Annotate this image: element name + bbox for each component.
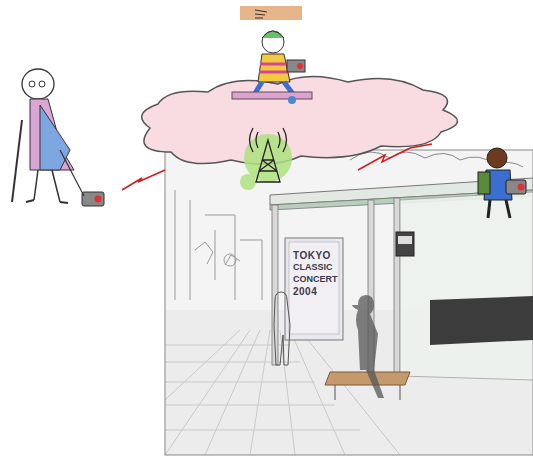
signal-glow-small <box>240 174 256 190</box>
antenna-tower <box>250 128 287 182</box>
network-cloud <box>142 76 458 164</box>
poster-text: CLASSIC <box>293 262 333 273</box>
bench <box>325 372 410 400</box>
poster-text: TOKYO <box>293 250 331 261</box>
bus-shelter <box>270 178 533 380</box>
seated-person <box>352 295 384 398</box>
scene-frame <box>165 150 533 455</box>
wireless-link <box>122 144 432 190</box>
standing-person <box>274 292 290 365</box>
poster-text: CONCERT <box>293 274 338 285</box>
boy-with-radio <box>478 148 526 218</box>
building-sketch <box>175 190 262 300</box>
elderly-woman-with-radio <box>12 69 104 206</box>
street-ground <box>165 150 533 455</box>
child-with-radio <box>232 6 312 104</box>
poster-text: 2004 <box>293 286 317 297</box>
poster-panel <box>289 242 339 334</box>
concert-poster <box>285 238 343 340</box>
